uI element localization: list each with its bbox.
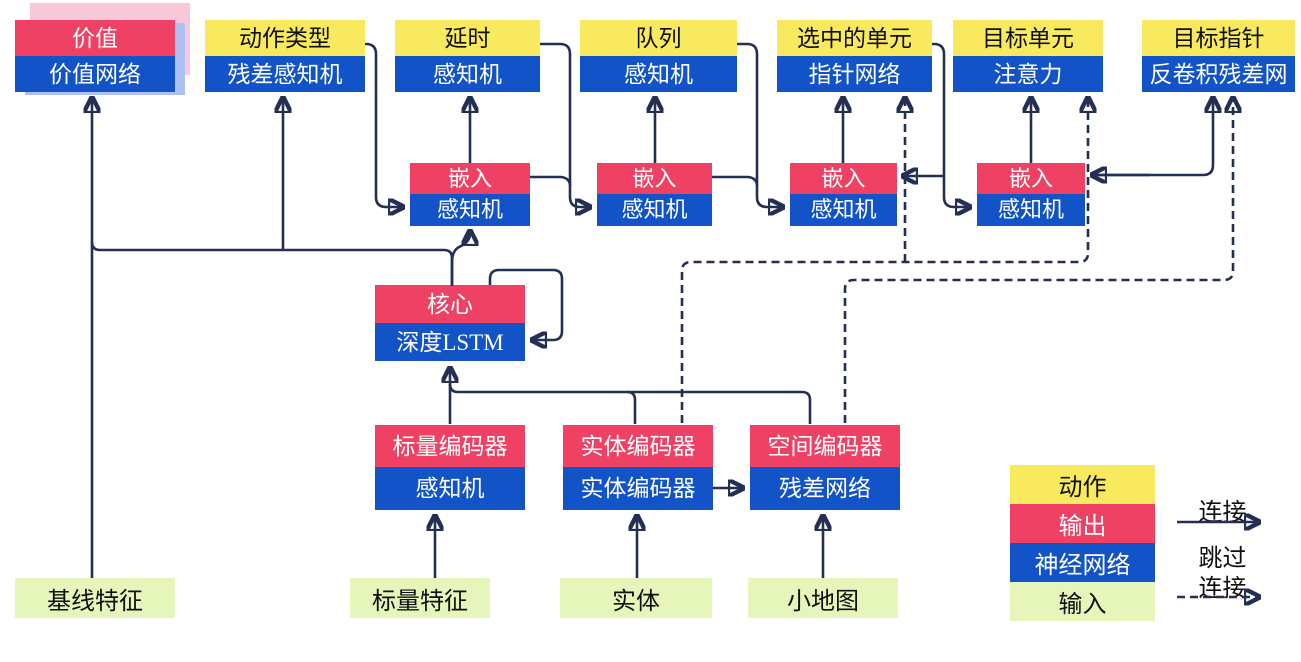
action-type-label: 动作类型 [205, 20, 365, 56]
core-label: 核心 [375, 285, 525, 323]
embed2-label: 嵌入 [597, 163, 712, 194]
input-scalar-features: 标量特征 [350, 578, 490, 618]
spatial-encoder-network-label: 残差网络 [750, 467, 900, 510]
edge-core-output-bus [90, 241, 454, 286]
spatial-encoder-label: 空间编码器 [750, 425, 900, 467]
legend-color-key: 动作 输出 神经网络 输入 [1010, 465, 1155, 621]
edge-core-to-embed1 [450, 230, 470, 286]
core-network-label: 深度LSTM [375, 323, 525, 361]
edge-entity-encoder-to-core-bus [626, 390, 637, 424]
edge-embed4-to-target-point [1090, 97, 1213, 177]
embed3-label: 嵌入 [790, 163, 897, 194]
embed3-network-label: 感知机 [790, 194, 897, 226]
node-spatial-encoder: 空间编码器 残差网络 [750, 425, 900, 510]
entity-encoder-network-label: 实体编码器 [563, 467, 713, 510]
embed4-network-label: 感知机 [977, 194, 1085, 226]
delay-network-label: 感知机 [395, 56, 540, 92]
embed4-label: 嵌入 [977, 163, 1085, 194]
input-entities: 实体 [560, 578, 712, 618]
legend-network: 神经网络 [1010, 543, 1155, 582]
embed1-network-label: 感知机 [410, 194, 530, 226]
node-core: 核心 深度LSTM [375, 285, 525, 361]
target-point-label: 目标指针 [1142, 20, 1295, 56]
node-embed4: 嵌入 感知机 [977, 163, 1085, 226]
dashed-edges [680, 97, 1260, 597]
edge-spatial-encoder-to-core-bus [448, 383, 812, 424]
node-embed1: 嵌入 感知机 [410, 163, 530, 226]
edge-embed1-out [530, 175, 572, 187]
node-embed2: 嵌入 感知机 [597, 163, 712, 226]
target-unit-network-label: 注意力 [953, 56, 1103, 92]
value-network-label: 价值网络 [15, 56, 175, 92]
node-target-point: 目标指针 反卷积残差网 [1142, 20, 1295, 92]
value-output-label: 价值 [15, 20, 175, 56]
input-baseline-features: 基线特征 [15, 578, 175, 618]
target-unit-label: 目标单元 [953, 20, 1103, 56]
entity-encoder-label: 实体编码器 [563, 425, 713, 467]
embed2-network-label: 感知机 [597, 194, 712, 226]
node-embed3: 嵌入 感知机 [790, 163, 897, 226]
target-point-network-label: 反卷积残差网 [1142, 56, 1295, 92]
legend-action: 动作 [1010, 465, 1155, 504]
node-delay: 延时 感知机 [395, 20, 540, 92]
input-minimap: 小地图 [748, 578, 898, 618]
node-action-type: 动作类型 残差感知机 [205, 20, 365, 92]
legend-input: 输入 [1010, 582, 1155, 621]
selected-units-label: 选中的单元 [777, 20, 932, 56]
embed1-label: 嵌入 [410, 163, 530, 194]
legend-skip-label-line1: 跳过 [1198, 546, 1247, 572]
edge-embed2-out [712, 175, 759, 187]
selected-units-network-label: 指针网络 [777, 56, 932, 92]
legend-output: 输出 [1010, 504, 1155, 543]
scalar-encoder-label: 标量编码器 [375, 425, 525, 467]
delay-label: 延时 [395, 20, 540, 56]
scalar-encoder-network-label: 感知机 [375, 467, 525, 510]
legend-skip-label-line2: 连接 [1198, 576, 1247, 602]
node-queue: 队列 感知机 [580, 20, 737, 92]
node-selected-units: 选中的单元 指针网络 [777, 20, 932, 92]
node-target-unit: 目标单元 注意力 [953, 20, 1103, 92]
skip-entity-to-target-unit [680, 97, 1088, 423]
value-card: 价值 价值网络 [15, 20, 175, 92]
action-type-network-label: 残差感知机 [205, 56, 365, 92]
node-entity-encoder: 实体编码器 实体编码器 [563, 425, 713, 510]
node-value: 价值 价值网络 [15, 3, 190, 95]
queue-label: 队列 [580, 20, 737, 56]
queue-network-label: 感知机 [580, 56, 737, 92]
node-scalar-encoder: 标量编码器 感知机 [375, 425, 525, 510]
skip-spatial-to-target-point [843, 97, 1233, 423]
legend-connection-label: 连接 [1198, 500, 1247, 526]
